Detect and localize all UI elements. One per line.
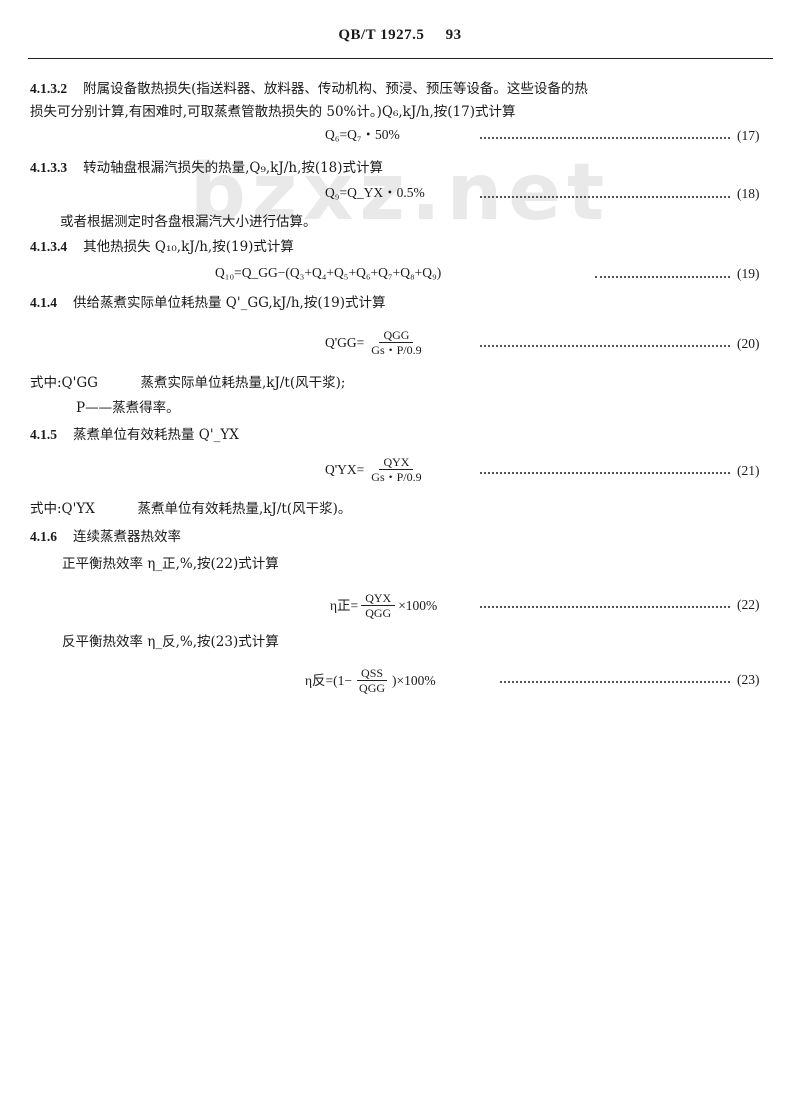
formula-22: η正= QYX QGG ×100% [330, 591, 437, 621]
fraction: QYX Gs・P/0.9 [367, 455, 425, 485]
watermark: bzxz.net [190, 148, 611, 238]
section-4-1-5: 4.1.5 蒸煮单位有效耗热量 Q'_YX [30, 426, 239, 444]
section-4-1-4: 4.1.4 供给蒸煮实际单位耗热量 Q'_GG,kJ/h,按(19)式计算 [30, 294, 386, 312]
leader-dots [480, 196, 730, 198]
formula-rhs: ×100% [398, 598, 438, 613]
section-4-1-3-3-note: 或者根据测定时各盘根漏汽大小进行估算。 [60, 214, 317, 230]
section-4-1-6: 4.1.6 连续蒸煮器热效率 [30, 528, 181, 546]
numerator: QYX [379, 455, 414, 470]
formula-18: Q₉=Q_YX・0.5% [325, 185, 425, 200]
section-number: 4.1.3.4 [30, 239, 68, 254]
section-4-1-3-2-line2: 损失可分别计算,有困难时,可取蒸煮管散热损失的 50%计。)Q₆,kJ/h,按(… [30, 104, 516, 120]
section-number: 4.1.5 [30, 427, 57, 442]
formula-rhs: )×100% [392, 673, 436, 688]
section-number: 4.1.4 [30, 295, 57, 310]
leader-dots [480, 345, 730, 347]
reverse-efficiency-text: 反平衡热效率 η_反,%,按(23)式计算 [62, 634, 279, 650]
leader-dots [480, 472, 730, 474]
eq-number-21: (21) [737, 463, 760, 478]
formula-lhs: η正= [330, 598, 359, 613]
formula-20: Q'GG= QGG Gs・P/0.9 [325, 328, 429, 358]
page-number: 93 [445, 27, 462, 43]
numerator: QYX [361, 591, 396, 606]
denominator: Gs・P/0.9 [371, 470, 422, 484]
forward-efficiency-text: 正平衡热效率 η_正,%,按(22)式计算 [62, 556, 279, 572]
formula-lhs: η反=(1− [305, 673, 353, 688]
where-p: P——蒸煮得率。 [76, 400, 180, 416]
section-number: 4.1.3.2 [30, 81, 68, 96]
eq-number-22: (22) [737, 597, 760, 612]
where-clause-20: 式中:Q'GG 蒸煮实际单位耗热量,kJ/t(风干浆); [30, 374, 345, 392]
leader-dots [480, 606, 730, 608]
eq-number-17: (17) [737, 128, 760, 143]
where-clause-21: 式中:Q'YX 蒸煮单位有效耗热量,kJ/t(风干浆)。 [30, 500, 351, 518]
section-text: 附属设备散热损失(指送料器、放料器、传动机构、预浸、预压等设备。这些设备的热 [83, 81, 588, 97]
numerator: QSS [357, 666, 388, 681]
where-desc: 蒸煮实际单位耗热量,kJ/t(风干浆); [140, 375, 346, 391]
formula-21: Q'YX= QYX Gs・P/0.9 [325, 455, 429, 485]
section-number: 4.1.3.3 [30, 160, 68, 175]
section-text: 其他热损失 Q₁₀,kJ/h,按(19)式计算 [83, 239, 294, 255]
leader-dots [500, 681, 730, 683]
fraction: QGG Gs・P/0.9 [367, 328, 425, 358]
numerator: QGG [379, 328, 414, 343]
fraction: QYX QGG [361, 591, 396, 621]
where-desc: 蒸煮单位有效耗热量,kJ/t(风干浆)。 [137, 501, 352, 517]
denominator: QGG [365, 606, 392, 620]
section-4-1-3-4: 4.1.3.4 其他热损失 Q₁₀,kJ/h,按(19)式计算 [30, 238, 294, 256]
eq-number-23: (23) [737, 672, 760, 687]
section-text: 连续蒸煮器热效率 [73, 529, 181, 545]
section-text: 转动轴盘根漏汽损失的热量,Q₉,kJ/h,按(18)式计算 [83, 160, 384, 176]
header-rule [28, 58, 773, 59]
section-4-1-3-2-line1: 4.1.3.2 附属设备散热损失(指送料器、放料器、传动机构、预浸、预压等设备。这… [30, 80, 588, 98]
eq-number-20: (20) [737, 336, 760, 351]
denominator: Gs・P/0.9 [371, 343, 422, 357]
formula-19: Q₁₀=Q_GG−(Q₃+Q₄+Q₅+Q₆+Q₇+Q₈+Q₉) [215, 265, 442, 280]
formula-23: η反=(1− QSS QGG )×100% [305, 666, 436, 696]
section-number: 4.1.6 [30, 529, 57, 544]
standard-code: QB/T 1927.5 [338, 27, 425, 43]
section-4-1-3-3: 4.1.3.3 转动轴盘根漏汽损失的热量,Q₉,kJ/h,按(18)式计算 [30, 159, 383, 177]
leader-dots [595, 276, 730, 278]
denominator: QGG [359, 681, 386, 695]
page-header: QB/T 1927.5 93 [0, 27, 800, 44]
section-text: 供给蒸煮实际单位耗热量 Q'_GG,kJ/h,按(19)式计算 [73, 295, 386, 311]
formula-lhs: Q'GG= [325, 335, 365, 350]
where-lead: 式中:Q'GG [30, 375, 98, 391]
formula-lhs: Q'YX= [325, 462, 365, 477]
leader-dots [480, 137, 730, 139]
where-lead: 式中:Q'YX [30, 501, 95, 517]
fraction: QSS QGG [355, 666, 389, 696]
eq-number-19: (19) [737, 266, 760, 281]
section-text: 蒸煮单位有效耗热量 Q'_YX [73, 427, 239, 443]
formula-17: Q₆=Q₇・50% [325, 127, 400, 142]
eq-number-18: (18) [737, 186, 760, 201]
